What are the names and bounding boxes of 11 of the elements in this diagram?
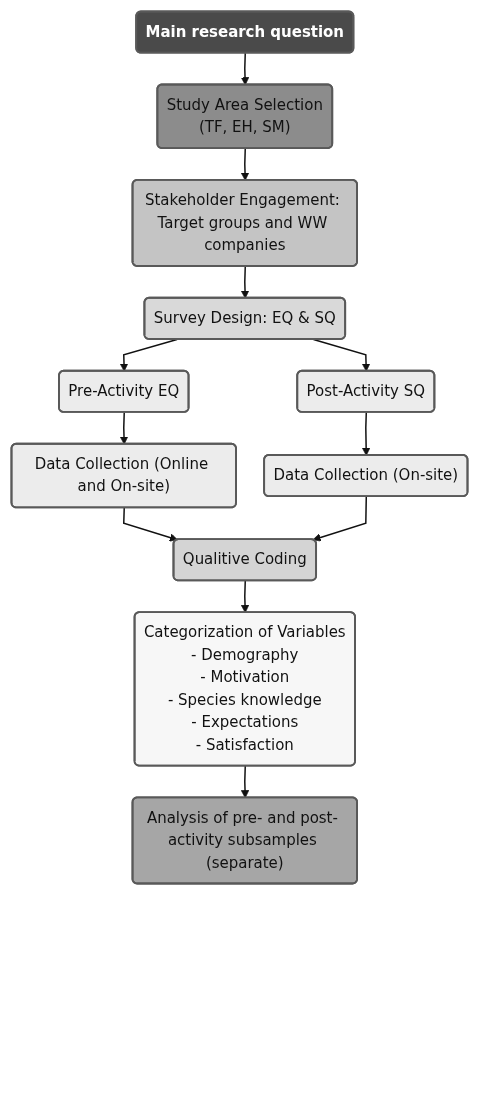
arrow [312, 338, 371, 372]
arrow [312, 495, 368, 542]
arrow [240, 265, 250, 299]
arrow [119, 338, 178, 372]
arrow [240, 52, 250, 86]
arrow [119, 411, 129, 445]
arrow [240, 580, 250, 613]
arrow [240, 147, 250, 181]
arrow [123, 507, 178, 542]
arrow [362, 411, 371, 456]
arrow [240, 765, 250, 799]
